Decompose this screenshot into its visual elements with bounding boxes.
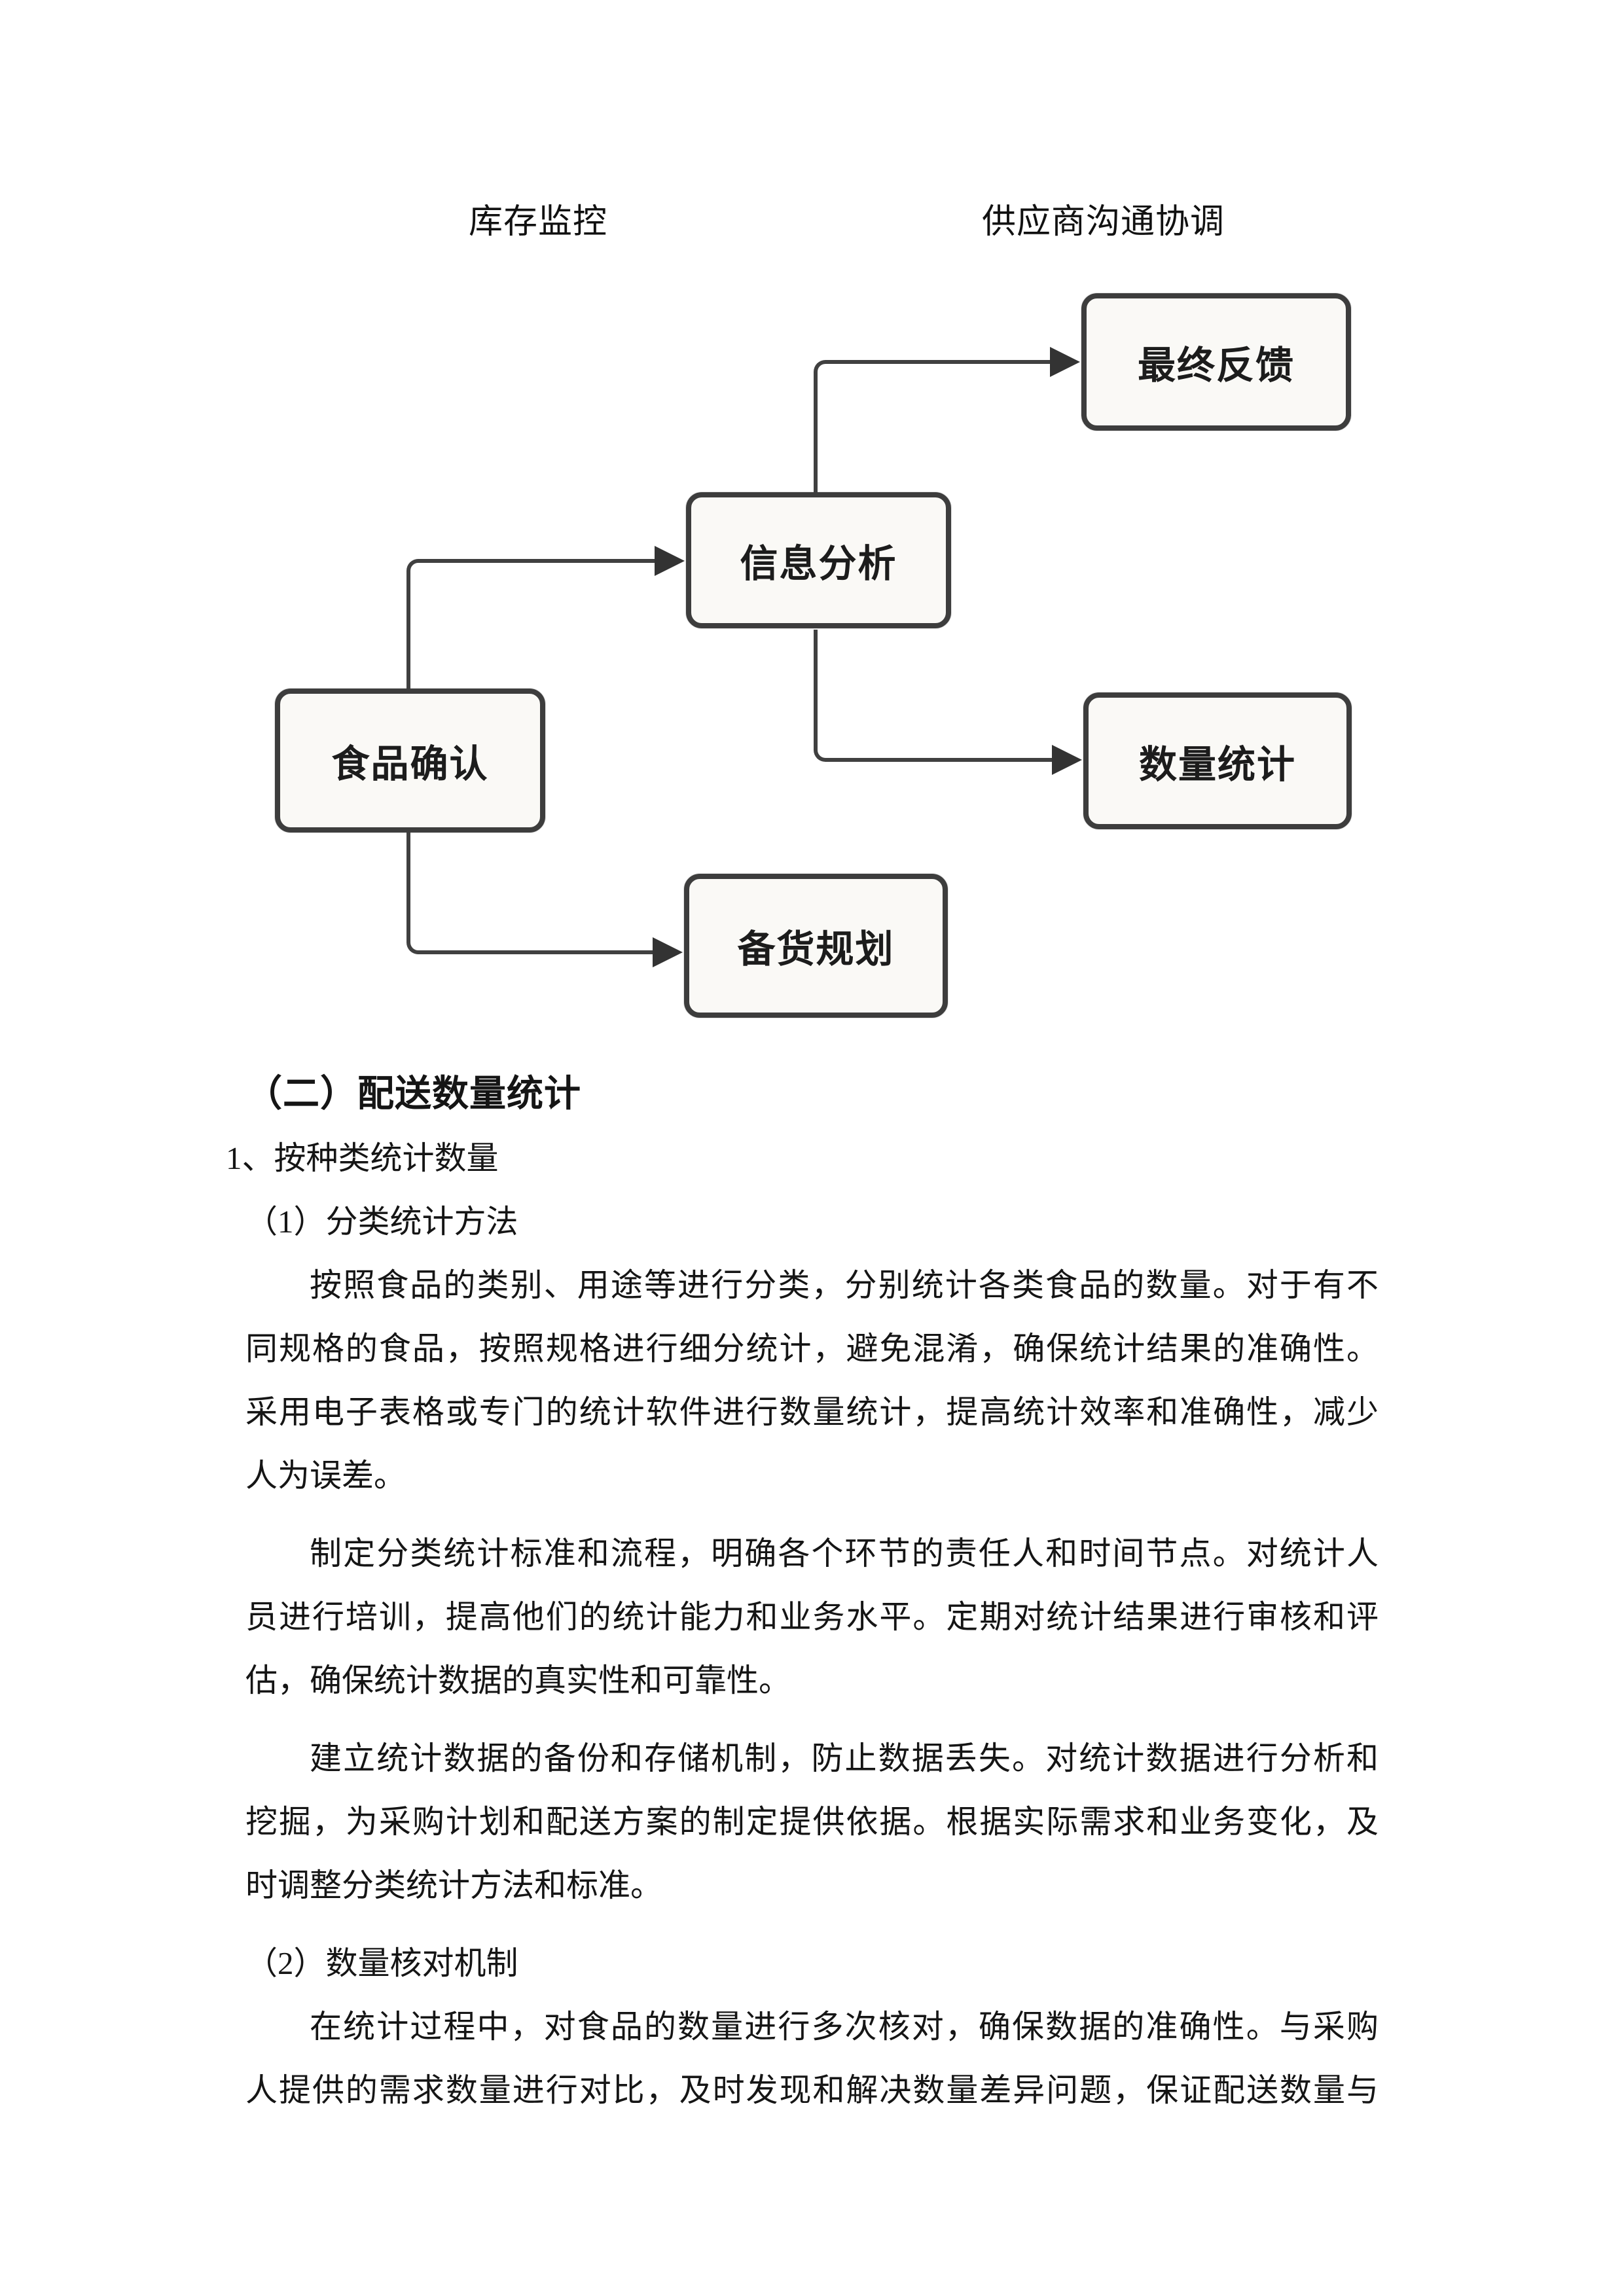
body-line: 时调整分类统计方法和标准。 — [245, 1867, 663, 1903]
body-line: 估，确保统计数据的真实性和可靠性。 — [245, 1662, 791, 1698]
flow-label-inventory: 库存监控 — [469, 204, 608, 241]
body-line: 挖掘，为采购计划和配送方案的制定提供依据。根据实际需求和业务变化，及 — [245, 1804, 1379, 1840]
body-line: 制定分类统计标准和流程，明确各个环节的责任人和时间节点。对统计人 — [310, 1535, 1379, 1571]
arrow-right-icon — [1050, 347, 1080, 377]
body-line: 员进行培训，提高他们的统计能力和业务水平。定期对统计结果进行审核和评 — [245, 1599, 1379, 1635]
flow-node-quantity-stats: 数量统计 — [1083, 692, 1352, 829]
arrow-right-icon — [653, 937, 683, 967]
subsection-1: （1）分类统计方法 — [245, 1204, 518, 1240]
flow-label-supplier: 供应商沟通协调 — [982, 204, 1225, 241]
body-line: 建立统计数据的备份和存储机制，防止数据丢失。对统计数据进行分析和 — [310, 1740, 1379, 1776]
flow-node-info-analysis: 信息分析 — [686, 492, 951, 628]
body-line: 同规格的食品，按照规格进行细分统计，避免混淆，确保统计结果的准确性。 — [245, 1331, 1379, 1367]
connector-food-to-analysis — [406, 559, 655, 689]
subsection-2: （2）数量核对机制 — [245, 1945, 518, 1981]
connector-food-to-stock — [406, 833, 653, 954]
subsection-numbered: 1、按种类统计数量 — [226, 1140, 499, 1176]
body-line: 按照食品的类别、用途等进行分类，分别统计各类食品的数量。对于有不 — [310, 1267, 1379, 1303]
flow-node-final-feedback: 最终反馈 — [1081, 293, 1351, 431]
flow-node-stock-plan: 备货规划 — [684, 874, 948, 1018]
body-line: 人提供的需求数量进行对比，及时发现和解决数量差异问题，保证配送数量与 — [245, 2072, 1379, 2108]
connector-analysis-to-quantity — [814, 630, 1052, 762]
body-line: 采用电子表格或专门的统计软件进行数量统计，提高统计效率和准确性，减少 — [245, 1394, 1379, 1430]
document-body: （二）配送数量统计 1、按种类统计数量 （1）分类统计方法 按照食品的类别、用途… — [226, 1063, 1379, 2122]
arrow-right-icon — [1052, 745, 1082, 775]
body-line: 在统计过程中，对食品的数量进行多次核对，确保数据的准确性。与采购 — [310, 2009, 1379, 2045]
flowchart-diagram: 库存监控 供应商沟通协调 食品确认 信息分析 最终反馈 数量统计 备货规划 — [0, 0, 1624, 1060]
flow-node-food-confirm: 食品确认 — [275, 689, 545, 833]
connector-analysis-to-feedback — [814, 360, 1050, 492]
body-line: 人为误差。 — [245, 1458, 406, 1494]
arrow-right-icon — [655, 546, 685, 576]
section-heading: （二）配送数量统计 — [245, 1074, 581, 1115]
